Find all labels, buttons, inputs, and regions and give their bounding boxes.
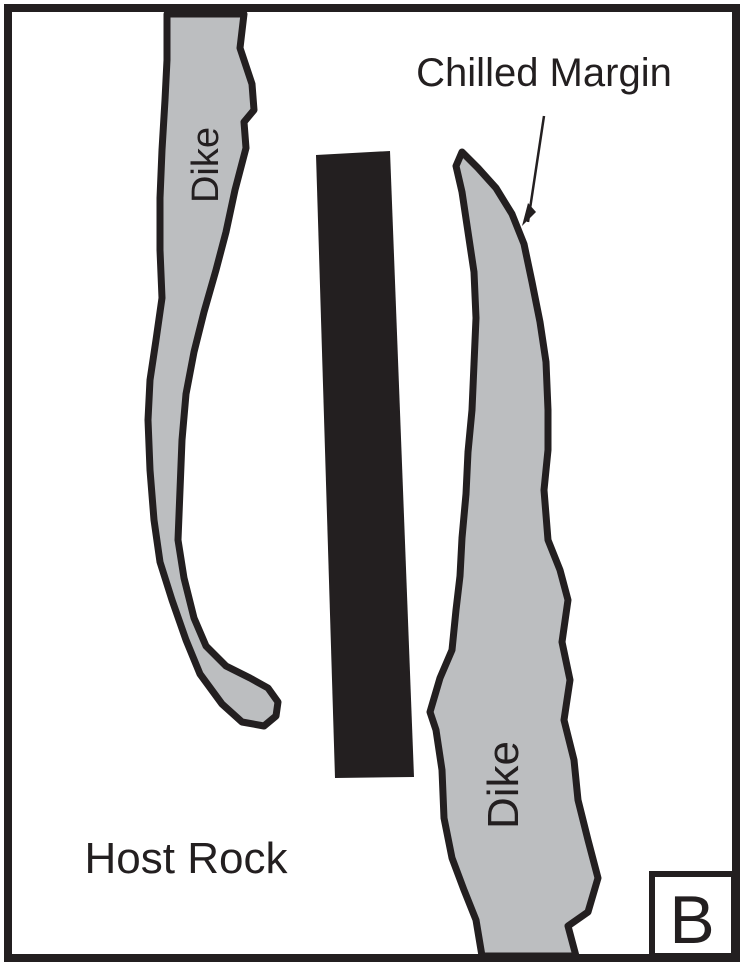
- panel-letter: B: [669, 882, 714, 958]
- right-dike-label: Dike: [479, 741, 528, 829]
- left-dike-label: Dike: [185, 127, 227, 203]
- host-rock-label: Host Rock: [85, 834, 289, 883]
- chilled-margin-label: Chilled Margin: [416, 51, 672, 95]
- panel-letter-box: B: [652, 874, 734, 958]
